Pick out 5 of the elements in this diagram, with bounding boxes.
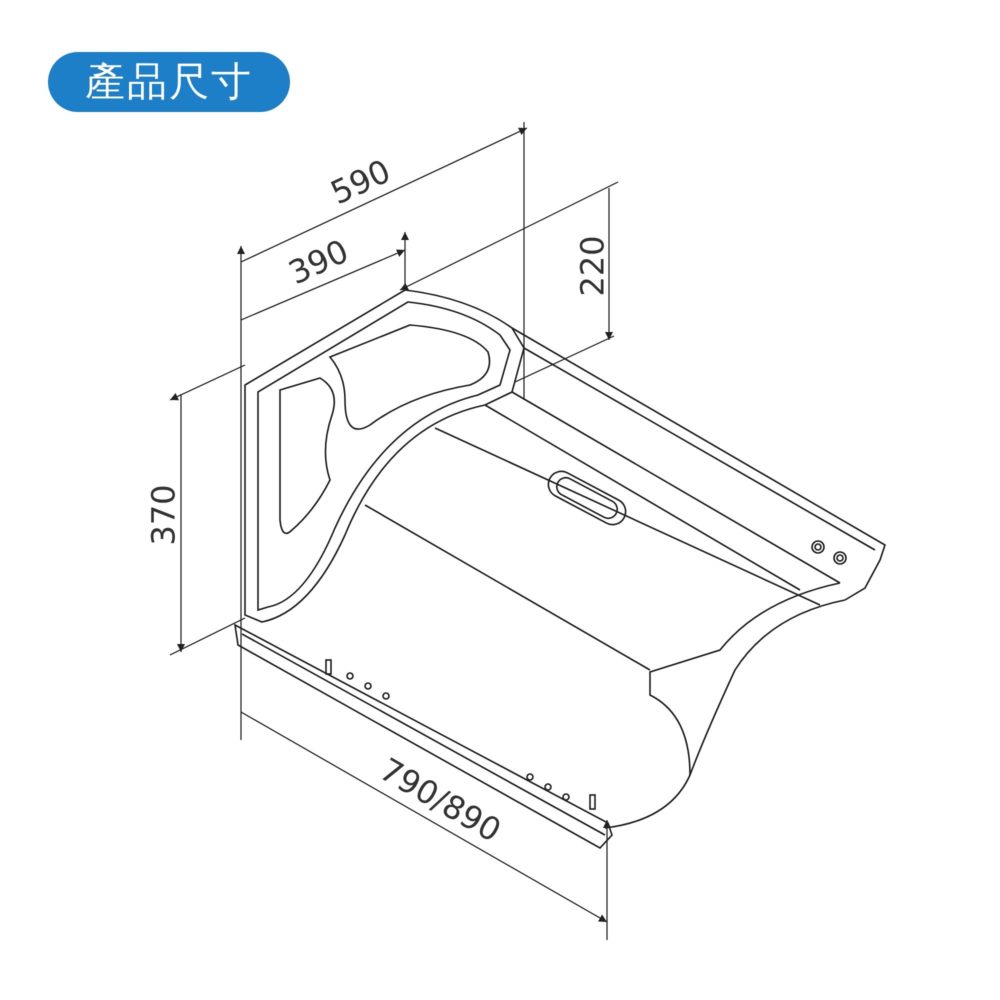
dimension-label: 370	[145, 484, 182, 546]
dimension-label: 220	[574, 235, 610, 297]
dimension-label: 590	[324, 152, 396, 212]
dimension-label: 390	[282, 232, 354, 292]
title-banner: 產品尺寸	[48, 52, 290, 112]
